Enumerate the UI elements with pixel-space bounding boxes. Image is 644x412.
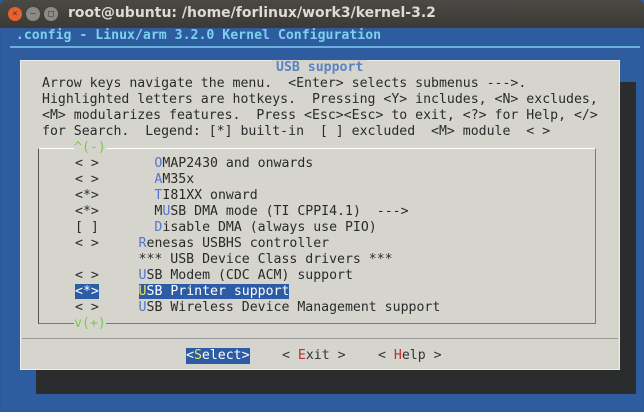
item-label: OMAP2430 and onwards: [154, 156, 313, 171]
menu-item[interactable]: <*> USB Printer support: [75, 284, 290, 300]
item-indent: [107, 252, 139, 267]
config-header: .config - Linux/arm 3.2.0 Kernel Configu…: [0, 28, 382, 43]
help-line: <M> modularizes features. Press <Esc><Es…: [42, 108, 598, 123]
item-label-text: SB DMA mode (TI CPPI4.1) --->: [170, 204, 409, 219]
item-label-text: I81XX onward: [162, 188, 258, 203]
item-label-text: SB Printer support: [146, 284, 290, 299]
item-indent: [107, 204, 155, 219]
item-label: Disable DMA (always use PIO): [154, 220, 376, 235]
item-label: TI81XX onward: [154, 188, 257, 203]
menu-item[interactable]: <*> MUSB DMA mode (TI CPPI4.1) --->: [75, 204, 409, 220]
item-hotkey: R: [138, 236, 147, 251]
item-hotkey: U: [138, 284, 147, 299]
menu-item[interactable]: < > USB Wireless Device Management suppo…: [75, 300, 440, 316]
window-titlebar: × – □ root@ubuntu: /home/forlinux/work3/…: [0, 0, 644, 28]
item-label-prefix: M: [154, 204, 163, 219]
item-hotkey: U: [162, 204, 171, 219]
item-hotkey: D: [154, 220, 163, 235]
scroll-down-indicator: v(+): [74, 316, 106, 332]
item-label: USB Wireless Device Management support: [139, 300, 441, 315]
window-title: root@ubuntu: /home/forlinux/work3/kernel…: [68, 5, 436, 21]
item-state: <*>: [75, 188, 99, 203]
item-label: Renesas USBHS controller: [139, 236, 330, 251]
maximize-icon[interactable]: □: [44, 7, 58, 21]
item-state: < >: [75, 236, 99, 251]
menu-item[interactable]: < > AM35x: [75, 172, 194, 188]
close-icon[interactable]: ×: [8, 7, 22, 21]
item-state: <*>: [75, 284, 99, 299]
menu-item[interactable]: < > OMAP2430 and onwards: [75, 156, 313, 172]
item-hotkey: U: [138, 268, 147, 283]
item-indent: [107, 268, 139, 283]
help-line: Highlighted letters are hotkeys. Pressin…: [42, 92, 598, 107]
item-state: < >: [75, 172, 99, 187]
help-button[interactable]: < Help >: [378, 348, 442, 363]
item-indent: [107, 156, 155, 171]
item-label-text: enesas USBHS controller: [146, 236, 330, 251]
menu-item[interactable]: [ ] Disable DMA (always use PIO): [75, 220, 377, 236]
item-state: < >: [75, 300, 99, 315]
item-state: < >: [75, 156, 99, 171]
item-indent: [107, 284, 139, 299]
item-hotkey: U: [138, 300, 147, 315]
menu-item[interactable]: < > Renesas USBHS controller: [75, 236, 329, 252]
item-state: < >: [75, 268, 99, 283]
item-label-text: SB Modem (CDC ACM) support: [146, 268, 353, 283]
item-indent: [107, 300, 139, 315]
item-label: AM35x: [154, 172, 194, 187]
item-indent: [107, 236, 139, 251]
menu-item[interactable]: <*> TI81XX onward: [75, 188, 258, 204]
item-label-text: M35x: [162, 172, 195, 187]
item-label: MUSB DMA mode (TI CPPI4.1) --->: [154, 204, 408, 219]
item-state: [ ]: [75, 220, 99, 235]
item-label-text: *** USB Device Class drivers ***: [138, 252, 393, 267]
exit-button[interactable]: < Exit >: [282, 348, 346, 363]
item-label: USB Printer support: [138, 284, 290, 299]
dialog: [20, 60, 620, 370]
header-divider: [10, 46, 640, 48]
menu-item[interactable]: < > USB Modem (CDC ACM) support: [75, 268, 353, 284]
item-label-text: MAP2430 and onwards: [162, 156, 314, 171]
item-hotkey: A: [154, 172, 163, 187]
item-state: <*>: [75, 204, 99, 219]
item-indent: [107, 172, 155, 187]
select-button[interactable]: <Select>: [186, 348, 250, 364]
item-indent: [107, 188, 155, 203]
item-label-text: SB Wireless Device Management support: [146, 300, 441, 315]
item-state: [75, 252, 99, 267]
item-hotkey: T: [154, 188, 163, 203]
menu-item[interactable]: *** USB Device Class drivers ***: [75, 252, 393, 268]
button-divider: [22, 338, 618, 339]
menu-box: [38, 148, 596, 324]
item-label: USB Modem (CDC ACM) support: [139, 268, 353, 283]
minimize-icon[interactable]: –: [26, 7, 40, 21]
item-hotkey: O: [154, 156, 163, 171]
help-line: for Search. Legend: [*] built-in [ ] exc…: [42, 124, 551, 139]
help-line: Arrow keys navigate the menu. <Enter> se…: [42, 76, 527, 91]
dialog-title: USB support: [272, 60, 368, 76]
scroll-up-indicator: ^(-): [74, 140, 106, 156]
item-label: *** USB Device Class drivers ***: [139, 252, 393, 267]
item-label-text: isable DMA (always use PIO): [162, 220, 377, 235]
item-indent: [107, 220, 155, 235]
